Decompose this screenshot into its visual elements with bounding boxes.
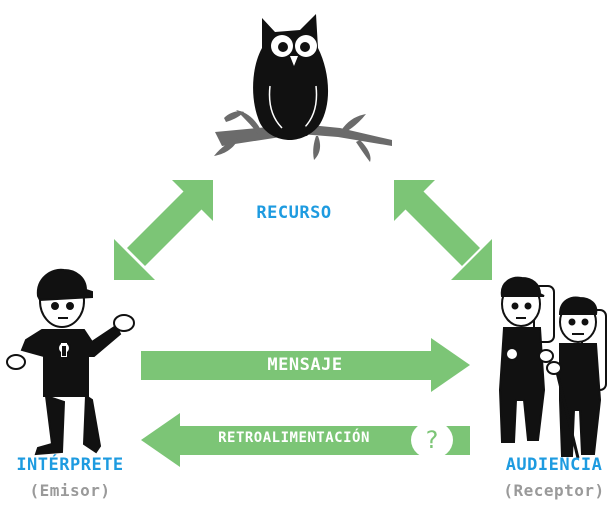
feedback-arrow	[141, 413, 470, 467]
interpreter-subtitle: (Emisor)	[29, 481, 111, 500]
interpreter-title: INTÉRPRETE	[16, 455, 124, 475]
double-arrow-right	[394, 180, 492, 280]
audience-subtitle: (Receptor)	[503, 481, 605, 500]
audience-figures	[498, 276, 607, 459]
message-arrow-label: MENSAJE	[267, 355, 343, 375]
audience-title: AUDIENCIA	[505, 455, 603, 475]
interpreter-figure	[6, 268, 135, 456]
message-arrow	[141, 338, 470, 392]
feedback-arrow-label: RETROALIMENTACIÓN	[218, 430, 370, 446]
owl-icon	[214, 14, 392, 162]
center-label: RECURSO	[256, 203, 332, 223]
double-arrow-left	[114, 180, 213, 280]
question-mark-icon: ?	[424, 426, 440, 454]
